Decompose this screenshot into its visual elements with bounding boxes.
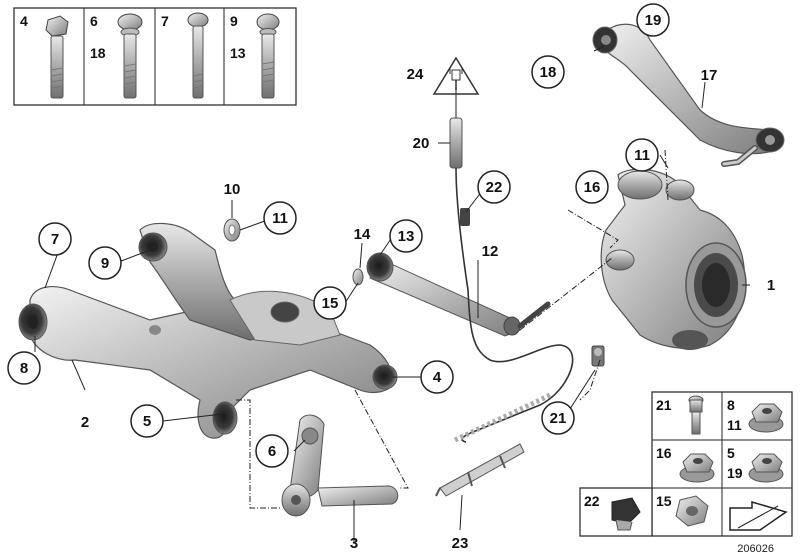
- label-24: 24: [407, 66, 424, 83]
- svg-text:11: 11: [272, 210, 288, 227]
- svg-text:22: 22: [486, 179, 503, 196]
- small-washer-part: [352, 268, 364, 286]
- callout-18-arm: 18: [531, 55, 565, 89]
- svg-text:11: 11: [634, 147, 650, 164]
- callouts: 7 9 8 5 4 11 13 15: [7, 3, 670, 468]
- fastener-legend-8-label: 8: [727, 397, 735, 413]
- fastener-legend-19-label: 19: [727, 465, 743, 481]
- callout-13: 13: [389, 219, 423, 253]
- callout-7: 7: [38, 222, 72, 256]
- svg-text:21: 21: [550, 410, 567, 427]
- plain-labels: 10 14 12 20 24 17 1 2 3 23: [81, 66, 775, 552]
- flange-nut-icon: [748, 403, 784, 433]
- svg-text:8: 8: [20, 360, 28, 377]
- bolt-legend-table: 4 6 18 7 9 13: [13, 7, 297, 106]
- fastener-legend-21-label: 21: [656, 397, 672, 413]
- bolt-legend-9-label: 9: [230, 13, 238, 29]
- direction-arrow-icon: [729, 500, 788, 531]
- svg-text:9: 9: [101, 255, 109, 272]
- callout-8: 8: [7, 351, 41, 385]
- hex-flange-bolt-icon: [117, 13, 143, 99]
- callout-19-arm: 19: [636, 3, 670, 37]
- wheel-speed-sensor-part: [591, 345, 605, 367]
- upper-control-arm-part: [592, 23, 785, 167]
- coupling-link-part: [281, 414, 399, 517]
- svg-text:19: 19: [645, 12, 662, 29]
- label-20: 20: [413, 135, 430, 152]
- bolt-legend-18-label: 18: [90, 45, 106, 61]
- diagram-number: 206026: [737, 543, 774, 555]
- rear-axle-subframe-part: [18, 222, 398, 439]
- lock-nut-icon: [675, 495, 709, 527]
- torx-bolt-icon: [45, 15, 69, 99]
- callout-4: 4: [420, 360, 454, 394]
- label-12: 12: [482, 243, 499, 260]
- label-23: 23: [452, 535, 469, 552]
- label-1: 1: [767, 277, 775, 294]
- svg-text:7: 7: [51, 231, 59, 248]
- assembly-lines: [236, 149, 669, 509]
- fastener-legend-11-label: 11: [727, 417, 742, 433]
- fastener-legend-16-label: 16: [656, 445, 672, 461]
- washer-part: [223, 218, 241, 242]
- bolt-legend-6-label: 6: [90, 13, 98, 29]
- label-10: 10: [224, 181, 241, 198]
- long-hex-bolt-icon: [187, 12, 209, 99]
- svg-text:4: 4: [433, 369, 442, 386]
- callout-5: 5: [130, 404, 164, 438]
- callout-16: 16: [575, 170, 609, 204]
- svg-text:13: 13: [398, 228, 415, 245]
- speed-sensor-cable-part: [449, 117, 574, 443]
- fastener-legend-15-label: 15: [656, 493, 672, 509]
- callout-9: 9: [88, 246, 122, 280]
- label-14: 14: [354, 226, 371, 243]
- fastener-legend-table: 21 8 11 16 5 19 22 15: [579, 391, 793, 537]
- bolt-legend-4-label: 4: [20, 13, 28, 29]
- cable-bracket-part: [435, 443, 525, 497]
- svg-text:5: 5: [143, 413, 151, 430]
- cable-clip-icon: [611, 497, 641, 531]
- callout-11-right: 11: [625, 138, 659, 172]
- control-link-part: [366, 252, 551, 337]
- svg-text:18: 18: [540, 64, 557, 81]
- flange-bolt-icon: [256, 13, 280, 99]
- callout-21: 21: [541, 401, 575, 435]
- wheel-carrier-part: [600, 168, 747, 350]
- svg-text:6: 6: [268, 443, 276, 460]
- bolt-legend-13-label: 13: [230, 45, 246, 61]
- collar-nut-icon: [748, 453, 784, 483]
- label-3: 3: [350, 535, 358, 552]
- callout-6-link: 6: [255, 434, 289, 468]
- callout-11-left: 11: [263, 201, 297, 235]
- callout-15: 15: [313, 286, 347, 320]
- callout-22: 22: [477, 170, 511, 204]
- fastener-legend-5-label: 5: [727, 445, 735, 461]
- svg-text:15: 15: [322, 295, 339, 312]
- label-17: 17: [701, 67, 718, 84]
- svg-text:16: 16: [584, 179, 601, 196]
- hex-nut-icon: [679, 453, 715, 483]
- label-2: 2: [81, 414, 89, 431]
- cap-screw-icon: [688, 395, 704, 435]
- fastener-legend-22-label: 22: [584, 493, 600, 509]
- bolt-legend-7-label: 7: [161, 13, 169, 29]
